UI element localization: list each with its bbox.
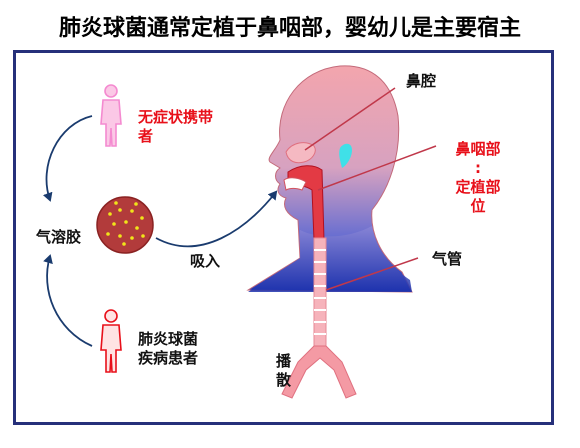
patient-label: 肺炎球菌 疾病患者 [138,330,198,368]
page-title: 肺炎球菌通常定植于鼻咽部，婴幼儿是主要宿主 [58,16,521,41]
nasopharynx-label: 鼻咽部 : 定植部 位 [448,140,508,216]
head-silhouette [246,65,413,293]
nasopharynx-label-colon: : [475,159,481,177]
inhale-arrow [155,190,278,248]
bronchi-shape [281,345,357,399]
sinus-shape [339,143,352,168]
aerosol-label: 气溶胶 [36,228,82,246]
trachea-pointer [325,257,419,291]
colonization-label-line1: 定植部 [455,178,501,196]
patient-label-line1: 肺炎球菌 [138,330,199,348]
inhale-label: 吸入 [190,252,221,270]
carrier-label-line2: 者 [138,127,154,145]
carrier-label: 无症状携带 者 [138,108,213,146]
patient-to-aerosol-arrow [43,254,93,347]
aerosol-droplet [96,196,154,254]
mouth-shape [283,177,307,191]
nasopharynx-label-line1: 鼻咽部 [455,140,501,158]
patient-label-line2: 疾病患者 [138,349,199,367]
nasal-cavity-label: 鼻腔 [406,72,437,90]
colonization-label-line2: 位 [470,197,486,215]
spread-label-line1: 播 [276,352,292,370]
spread-label: 播 散 [276,352,291,390]
nasal-cavity-pointer [304,87,396,151]
spread-label-line2: 散 [276,371,292,389]
trachea-tube [313,237,327,349]
trachea-label: 气管 [432,250,463,268]
nasopharynx-pointer [317,145,437,191]
patient-person-icon [100,309,122,373]
carrier-person-icon [100,84,122,147]
carrier-label-line1: 无症状携带 [138,108,214,126]
carrier-to-aerosol-arrow [42,115,93,202]
